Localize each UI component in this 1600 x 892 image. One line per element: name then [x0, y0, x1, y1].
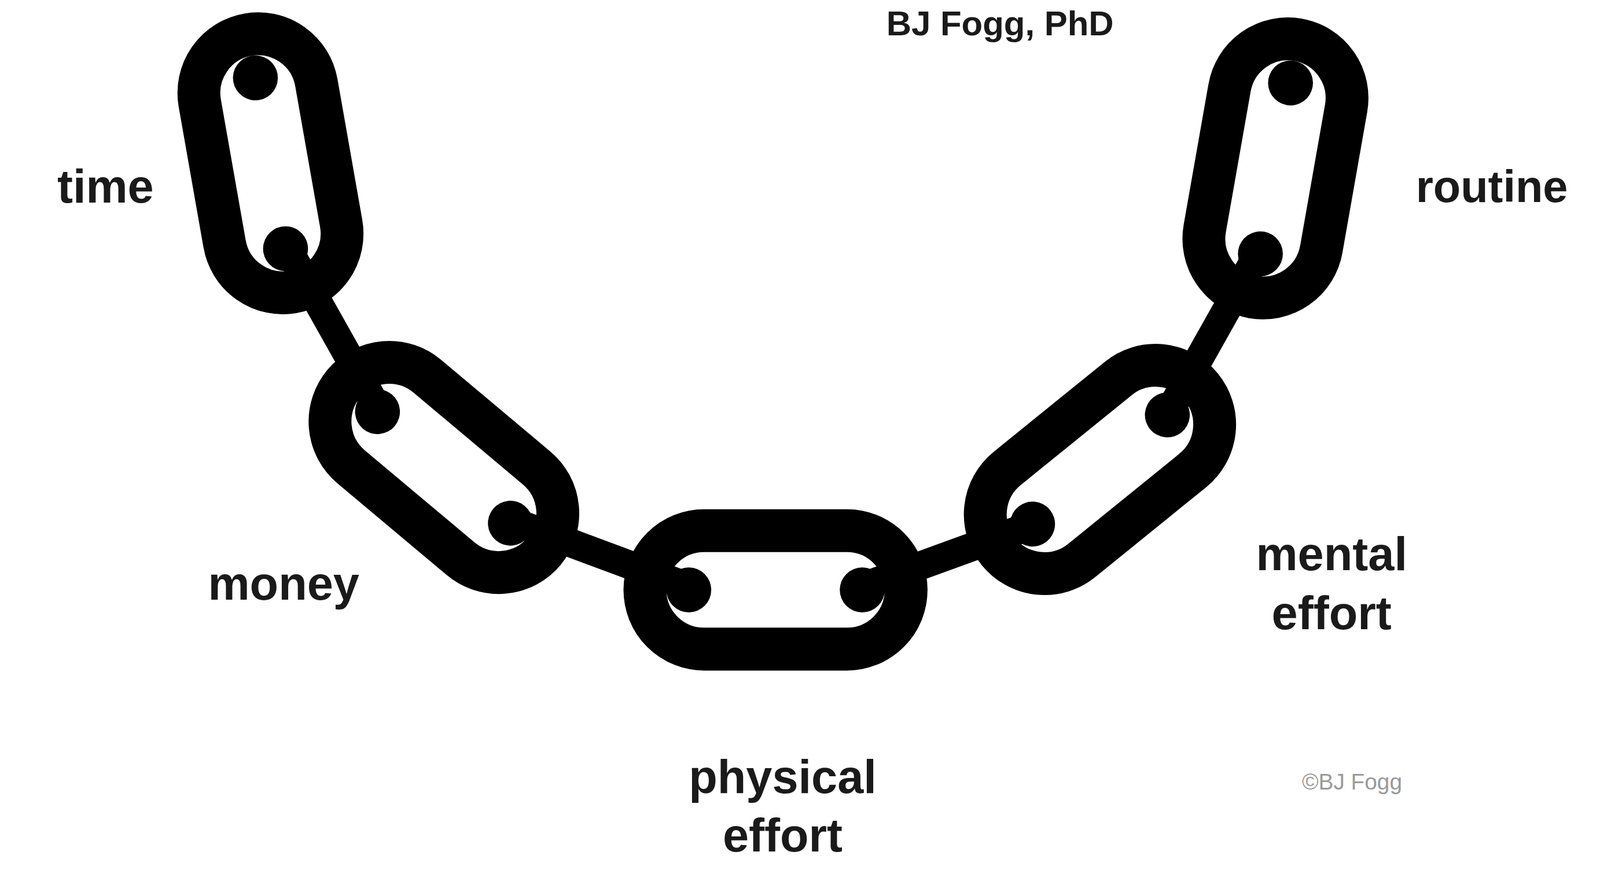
link-label: routine [1389, 158, 1595, 215]
link-label: time [3, 157, 208, 216]
author-title: BJ Fogg, PhD [795, 2, 1204, 46]
link-label: physical effort [660, 747, 906, 866]
chain-link [961, 341, 1239, 598]
link-label: money [161, 554, 407, 613]
chain-link [189, 24, 352, 303]
chain-link [645, 530, 907, 650]
copyright-note: ©BJ Fogg [1249, 767, 1455, 796]
link-label: mental effort [1209, 524, 1455, 643]
chain-link [1194, 29, 1357, 308]
